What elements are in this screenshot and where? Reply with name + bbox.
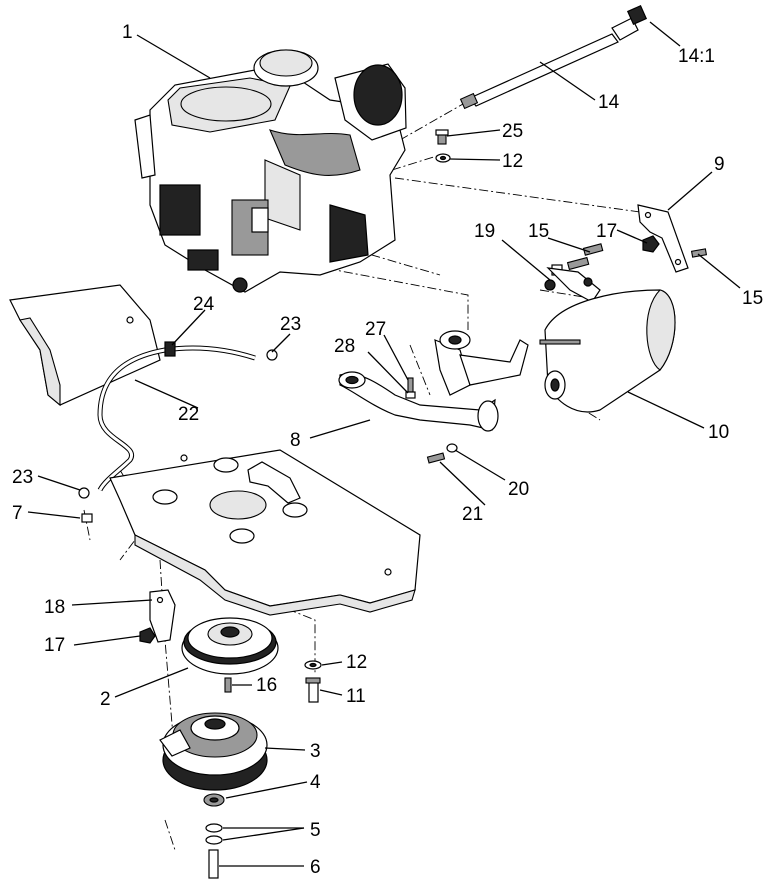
washer-5-b: [205, 835, 223, 845]
callout-1: 1: [122, 22, 133, 43]
callout-25: 25: [502, 121, 523, 142]
callout-11: 11: [346, 686, 366, 707]
callout-24: 24: [193, 294, 215, 315]
clamp-23-left: [78, 487, 90, 499]
callout-8: 8: [290, 430, 301, 451]
callout-labels: 1 14:1 14 25 12 9 19 15 17 15 24 23 27 2…: [12, 22, 763, 878]
callout-6: 6: [310, 857, 321, 878]
bolt-6: [208, 849, 219, 879]
fuel-line-22: [97, 345, 256, 492]
callout-18: 18: [44, 597, 65, 618]
callout-21: 21: [462, 504, 483, 525]
clamp-24: [164, 341, 176, 357]
bolt-11: [305, 677, 321, 703]
pulley: [181, 617, 279, 675]
callout-17-a: 17: [596, 221, 617, 242]
bolt-27-28: [405, 377, 416, 399]
callout-14: 14: [598, 92, 620, 113]
callout-15-b: 15: [742, 288, 763, 309]
callout-22: 22: [178, 404, 199, 425]
bolt-7: [81, 513, 93, 523]
engine-deck-plate: [109, 449, 421, 616]
callout-17-b: 17: [44, 635, 65, 656]
callout-14-1: 14:1: [678, 46, 715, 67]
bolt-25: [435, 129, 449, 145]
washer-12-lower: [304, 660, 322, 670]
exhaust-pipe: [338, 330, 529, 432]
washer-20: [446, 443, 458, 453]
clutch: [159, 712, 268, 791]
callout-23-left: 23: [12, 467, 33, 488]
callout-15-a: 15: [528, 221, 549, 242]
callout-12-lower: 12: [346, 652, 367, 673]
callout-5: 5: [310, 820, 321, 841]
callout-7: 7: [12, 503, 23, 524]
bolt-21: [426, 452, 446, 464]
callout-23-top: 23: [280, 314, 301, 335]
nut-17-top: [642, 235, 660, 253]
callout-3: 3: [310, 741, 321, 762]
clamp-23-top: [266, 349, 278, 361]
callout-2: 2: [100, 689, 111, 710]
callout-19: 19: [474, 221, 495, 242]
shield-plate: [9, 284, 161, 407]
callout-12-top: 12: [502, 151, 523, 172]
callout-9: 9: [714, 154, 725, 175]
callout-20: 20: [508, 479, 529, 500]
oil-drain-hose: [459, 4, 648, 110]
bracket-19: [544, 267, 601, 303]
washer-5-a: [205, 823, 223, 833]
bolt-15-b: [690, 248, 708, 258]
washer-4: [203, 793, 225, 807]
leader-lines: [27, 21, 741, 867]
muffler: [539, 289, 676, 413]
washer-12-top: [435, 153, 451, 163]
callout-28: 28: [334, 336, 355, 357]
callout-10: 10: [708, 422, 729, 443]
callout-27: 27: [365, 319, 386, 340]
callout-4: 4: [310, 772, 321, 793]
engine: [134, 49, 407, 293]
nut-17-lower: [139, 627, 156, 644]
callout-16: 16: [256, 675, 277, 696]
muffler-bracket: [637, 204, 689, 273]
key-16: [224, 677, 232, 693]
idler-bracket-18: [149, 589, 176, 643]
